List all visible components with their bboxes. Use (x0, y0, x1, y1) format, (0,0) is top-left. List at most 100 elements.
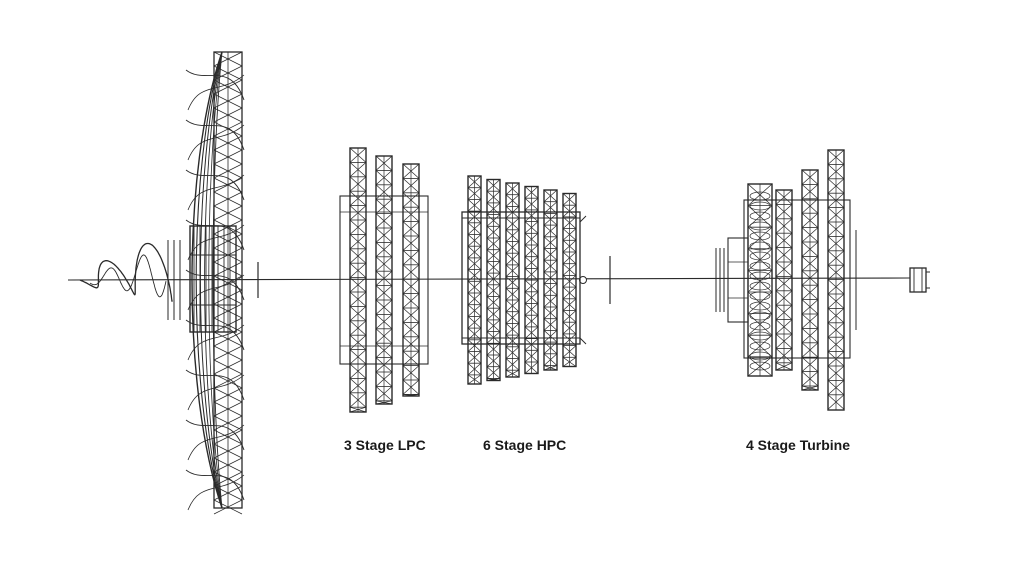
stage-hatch (827, 322, 845, 338)
stage-hatch (505, 299, 520, 312)
stage-hatch (402, 163, 420, 179)
stage-hatch (375, 314, 393, 330)
stage-hatch (349, 248, 367, 264)
stage-hatch (524, 233, 539, 246)
stage-hatch (375, 400, 393, 405)
stage-hatch (562, 310, 577, 323)
stage-hatch (402, 221, 420, 237)
stage-hatch (467, 245, 482, 259)
stage-hatch (543, 224, 558, 238)
stage-hatch (375, 256, 393, 272)
turbine-ring (749, 361, 771, 371)
fan-assembly (185, 51, 245, 515)
stage-hatch (402, 206, 420, 222)
stage-hatch (467, 222, 482, 235)
hpc-label: 6 Stage HPC (483, 437, 567, 453)
stage-hatch (349, 219, 367, 235)
lpc-stages (339, 147, 429, 413)
stage-hatch (349, 147, 367, 163)
stage-hatch (801, 284, 819, 300)
stage-hatch (524, 361, 539, 374)
fan-blade-twist (187, 274, 245, 311)
stage-hatch (505, 346, 520, 359)
stage-hatch (505, 358, 520, 371)
fan-blade-twist (187, 174, 245, 211)
stage-hatch (827, 207, 845, 223)
fan-hatch (213, 261, 243, 277)
fan-hatch (213, 345, 243, 361)
stage-hatch (562, 193, 577, 206)
stage-hatch (402, 350, 420, 366)
turbine-stages (715, 149, 857, 411)
fan-blade-twist (187, 224, 245, 261)
turbine-ring (749, 301, 771, 311)
stage-hatch (801, 169, 819, 185)
stage-hatch (562, 357, 577, 367)
stage-hatch (562, 216, 577, 229)
hpc-stage (467, 175, 482, 385)
stage-hatch (801, 256, 819, 272)
stage-hatch (467, 374, 482, 385)
stage-hatch (562, 275, 577, 288)
stage-hatch (801, 184, 819, 200)
stage-hatch (827, 308, 845, 324)
stage-hatch (467, 316, 482, 329)
fan-hatch (213, 135, 243, 151)
fan-blade-twist (185, 169, 245, 201)
hpc-stage (486, 178, 501, 382)
stage-hatch (467, 281, 482, 294)
stage-hatch (375, 213, 393, 229)
stage-hatch (402, 379, 420, 395)
turbine-stage (827, 149, 845, 411)
lpc-stage (375, 155, 393, 405)
fan-blade-curve (195, 51, 223, 509)
stage-hatch (375, 184, 393, 200)
stage-hatch (375, 299, 393, 315)
fan-blade-twist (187, 424, 245, 461)
turbine-ring (749, 211, 771, 221)
stage-hatch (402, 322, 420, 338)
turbine-inlet-hub (727, 237, 749, 323)
stage-hatch (801, 241, 819, 257)
stage-hatch (505, 182, 520, 195)
fan-blade-twist (187, 474, 245, 511)
stage-hatch (562, 286, 577, 300)
stage-hatch (562, 240, 577, 253)
stage-hatch (543, 353, 558, 366)
stage-hatch (467, 175, 482, 188)
stage-hatch (562, 298, 577, 311)
stage-hatch (467, 187, 482, 200)
stage-hatch (486, 237, 501, 250)
stage-hatch (467, 234, 482, 247)
stage-hatch (486, 226, 501, 239)
stage-hatch (827, 236, 845, 252)
fan-blade-twist (185, 419, 245, 451)
stage-hatch (801, 227, 819, 243)
stage-hatch (543, 201, 558, 214)
fan-hatch (213, 401, 243, 417)
stage-hatch (827, 293, 845, 309)
stage-hatch (827, 336, 845, 352)
stage-hatch (524, 314, 539, 328)
fan-hatch (213, 177, 243, 193)
spiral-curve (89, 254, 167, 298)
fan-blade-twist (187, 374, 245, 411)
stage-hatch (524, 303, 539, 316)
stage-hatch (349, 363, 367, 379)
fan-hub (189, 225, 237, 333)
stage-hatch (562, 333, 577, 346)
fan-hatch (213, 373, 243, 389)
stage-hatch (775, 261, 793, 277)
stage-hatch (486, 354, 501, 367)
stage-hatch (747, 291, 773, 314)
fan-hatch (213, 121, 243, 137)
stage-hatch (801, 270, 819, 286)
stage-hatch (524, 209, 539, 222)
turbine-ring (749, 191, 771, 201)
fan-hatch (213, 205, 243, 221)
stage-hatch (505, 252, 520, 266)
stage-hatch (467, 210, 482, 224)
stage-hatch (375, 342, 393, 358)
stage-hatch (562, 345, 577, 358)
turbine-ring (749, 261, 771, 271)
